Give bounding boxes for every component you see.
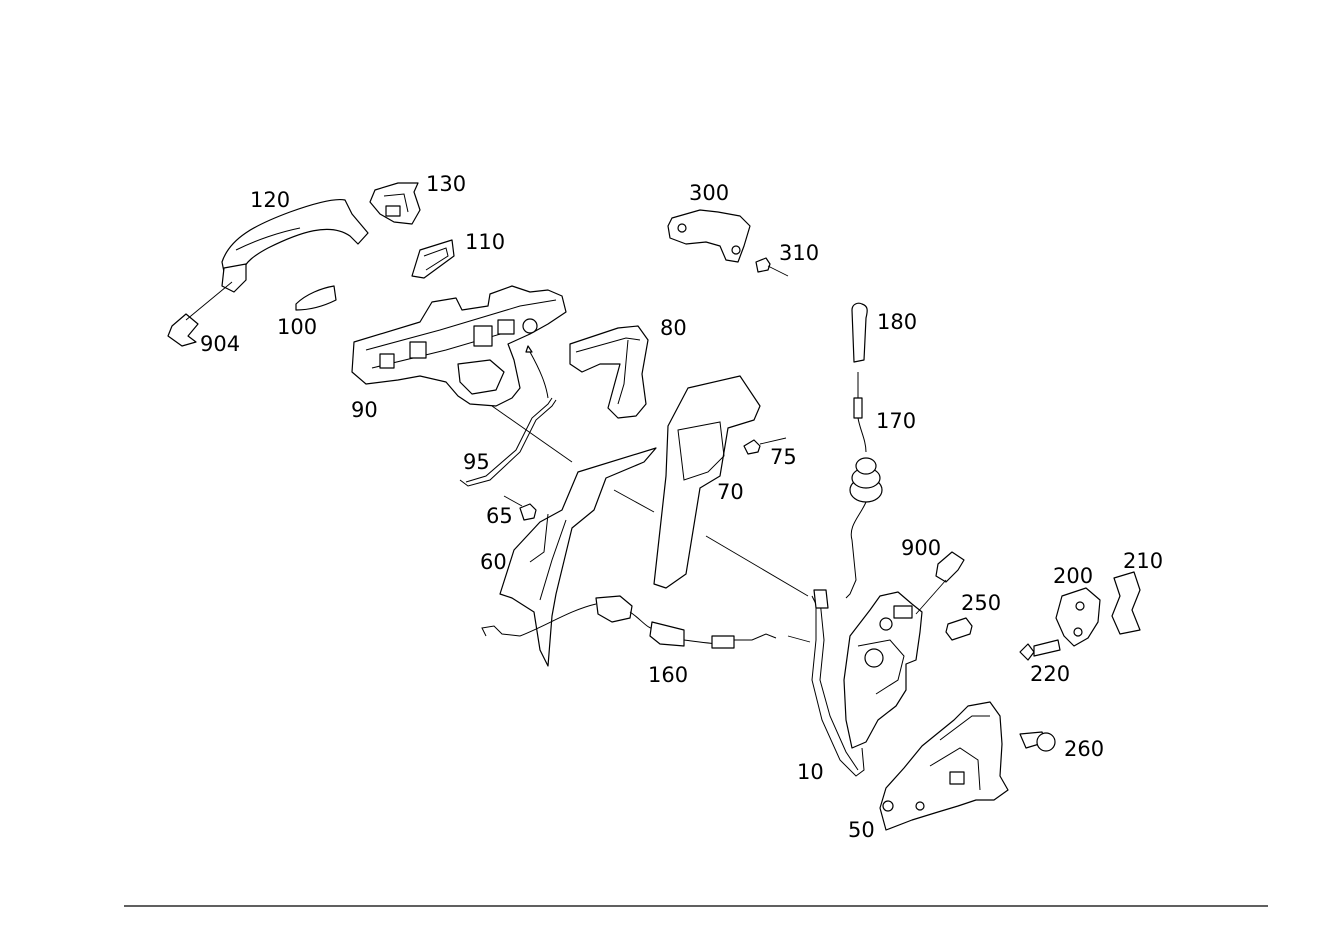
callout-110: 110	[465, 230, 505, 254]
part-900-clip	[915, 551, 965, 615]
part-80-support-bracket	[569, 325, 649, 419]
part-120-door-handle	[221, 198, 369, 293]
callout-130: 130	[426, 172, 466, 196]
part-65-screw	[503, 495, 537, 521]
callout-75: 75	[770, 445, 797, 469]
callout-904: 904	[200, 332, 240, 356]
callout-10: 10	[797, 760, 824, 784]
part-60-inner-cover	[499, 447, 657, 667]
part-220-screw	[1019, 639, 1061, 661]
callout-160: 160	[648, 663, 688, 687]
part-50-housing	[879, 701, 1009, 831]
part-130-handle-cap	[369, 182, 421, 225]
callout-900: 900	[901, 536, 941, 560]
part-75-screw	[743, 437, 787, 455]
part-260-bolt	[1019, 731, 1056, 752]
part-310-screw	[755, 257, 789, 277]
callout-250: 250	[961, 591, 1001, 615]
callout-220: 220	[1030, 662, 1070, 686]
part-200-striker	[1055, 587, 1101, 647]
part-300-bracket	[667, 209, 751, 263]
part-110-gasket	[411, 239, 455, 279]
callout-300: 300	[689, 181, 729, 205]
part-160-cable	[481, 595, 811, 649]
part-70-cover	[613, 375, 761, 589]
callout-95: 95	[463, 450, 490, 474]
callout-170: 170	[876, 409, 916, 433]
part-180-boot	[851, 302, 868, 363]
part-904-clip	[167, 281, 233, 347]
callout-90: 90	[351, 398, 378, 422]
callout-180: 180	[877, 310, 917, 334]
callout-310: 310	[779, 241, 819, 265]
part-210-shim	[1111, 571, 1141, 635]
callout-210: 210	[1123, 549, 1163, 573]
callout-200: 200	[1053, 564, 1093, 588]
part-10-door-lock	[705, 535, 923, 777]
part-100-seal	[295, 285, 337, 311]
part-170-lock-rod	[845, 372, 883, 599]
callout-100: 100	[277, 315, 317, 339]
callout-120: 120	[250, 188, 290, 212]
part-95-linkage-rod	[459, 397, 573, 487]
part-90-handle-carrier	[351, 285, 567, 407]
callout-70: 70	[717, 480, 744, 504]
callout-60: 60	[480, 550, 507, 574]
callout-80: 80	[660, 316, 687, 340]
callout-260: 260	[1064, 737, 1104, 761]
callout-50: 50	[848, 818, 875, 842]
callout-65: 65	[486, 504, 513, 528]
part-250-bolt	[945, 617, 973, 641]
